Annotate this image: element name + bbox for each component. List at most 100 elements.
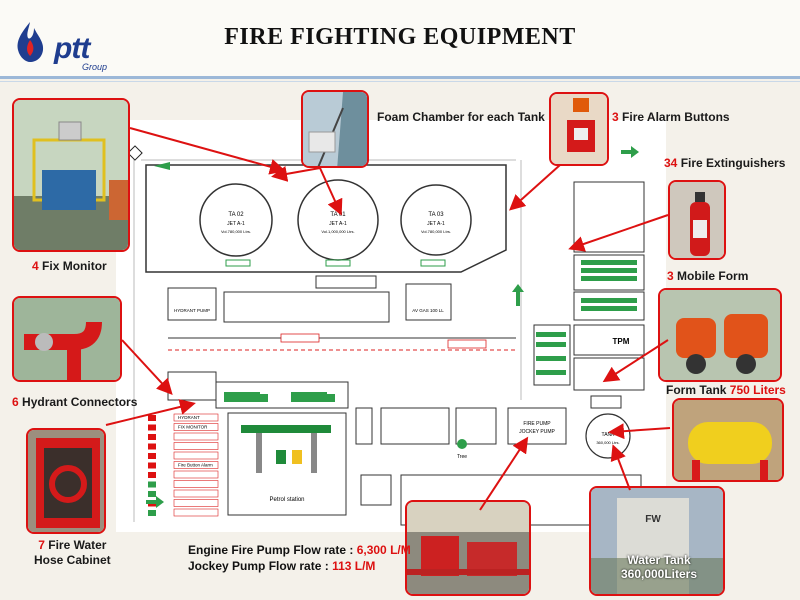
fire-extinguisher-photo xyxy=(668,180,726,260)
guard-post xyxy=(590,395,622,409)
flag-icon xyxy=(127,145,143,161)
legend-box xyxy=(173,451,219,460)
legend-swatch xyxy=(148,443,156,450)
logo-wordmark: ptt xyxy=(54,32,90,65)
site-plan: TA 02 JET A-1 Vol.780,000 Ltrs. TA 01 JE… xyxy=(116,120,666,532)
parking-bay xyxy=(581,276,637,281)
parking-area-2 xyxy=(573,291,645,321)
fuel-pump-icon xyxy=(292,450,302,464)
legend-box xyxy=(173,423,219,431)
tank-plate xyxy=(325,259,351,267)
legend-label: Fire Button Alarm xyxy=(178,463,213,468)
legend-box xyxy=(173,508,219,517)
water-tank-caption: Water Tank 360,000Liters xyxy=(614,553,704,581)
hose-cabinet-count: 7 xyxy=(38,538,45,552)
small-building xyxy=(355,407,373,445)
legend-swatch xyxy=(148,510,156,516)
flame-icon xyxy=(17,22,44,62)
gate-tag xyxy=(280,333,320,343)
truck-1-cab xyxy=(260,394,268,402)
hose-cabinet-text: Fire Water xyxy=(48,538,107,552)
extinguishers-count: 34 xyxy=(664,156,678,170)
fuel-pump-icon xyxy=(276,450,286,464)
legend-box xyxy=(173,489,219,498)
truck-2-cab xyxy=(327,394,335,402)
engine-pump-flow-value: 6,300 L/M xyxy=(356,543,411,557)
legend-box xyxy=(173,470,219,479)
tank-ta01-name: TA 01 xyxy=(330,212,346,218)
form-tank-text: Form Tank xyxy=(666,383,727,397)
parking-bay xyxy=(581,306,637,311)
mobile-form-count: 3 xyxy=(667,269,674,283)
fix-monitor-text: Fix Monitor xyxy=(42,259,107,273)
tank-ta02-product: JET A-1 xyxy=(227,221,245,227)
hydrant-pump-house xyxy=(167,287,217,321)
av-gas-building xyxy=(405,283,452,321)
legend-label: FIX MONITOR xyxy=(178,425,208,430)
tank-ta02-name: TA 02 xyxy=(228,212,244,218)
av-gas-label: AV GAS 100 LL xyxy=(412,308,444,313)
water-tank-caption-title: Water Tank xyxy=(627,553,691,567)
hydrant-pump-label: HYDRANT PUMP xyxy=(174,308,210,313)
tank-ta03-vol: Vol.780,000 Ltrs. xyxy=(421,229,451,234)
tree-icon xyxy=(457,439,467,449)
fix-monitor-count: 4 xyxy=(32,259,39,273)
canopy-pillar xyxy=(311,433,317,473)
fix-monitor-photo xyxy=(12,98,130,252)
header-band xyxy=(0,0,800,78)
tpm-building xyxy=(573,324,645,356)
extinguishers-label: 34 Fire Extinguishers xyxy=(664,156,785,170)
truck-1 xyxy=(224,392,260,402)
direction-arrow-icon xyxy=(146,146,639,508)
tank-ta01-vol: Vol.1,000,000 Ltrs. xyxy=(321,229,354,234)
hydrant-connectors-label: 6 Hydrant Connectors xyxy=(12,395,137,409)
hydrant-connector-photo xyxy=(12,296,122,382)
parking-area xyxy=(573,254,645,291)
shed-roof xyxy=(315,275,377,289)
tank-ta01 xyxy=(297,179,379,261)
office-building xyxy=(380,407,450,445)
petrol-station-label: Petrol station xyxy=(269,497,304,503)
truck-2 xyxy=(291,392,327,402)
canopy-pillar xyxy=(256,433,262,473)
tank-plate xyxy=(420,259,446,267)
hose-cabinet-photo xyxy=(26,428,106,534)
page-title: FIRE FIGHTING EQUIPMENT xyxy=(224,24,576,50)
petrol-station xyxy=(227,412,347,516)
vehicle-bays xyxy=(533,324,571,386)
office-building-2 xyxy=(455,407,497,445)
tank-ta03-product: JET A-1 xyxy=(427,221,445,227)
legend-swatch xyxy=(148,453,156,459)
fix-monitor-label: 4 Fix Monitor xyxy=(32,259,107,273)
legend-swatch xyxy=(148,415,156,421)
ptt-logo: ptt Group xyxy=(10,18,110,72)
tank-ta02 xyxy=(199,183,273,257)
vehicle-bay xyxy=(536,332,566,337)
logo-subtext: Group xyxy=(82,62,108,72)
tank-ta03-name: TA 03 xyxy=(428,212,444,218)
tank-plate xyxy=(225,259,251,267)
vehicle-bay xyxy=(536,342,566,347)
water-tank-symbol xyxy=(585,413,631,459)
building-right xyxy=(573,181,645,253)
header-divider xyxy=(0,76,800,79)
mobile-form-label: 3 Mobile Form xyxy=(667,269,748,283)
water-tank-caption-value: 360,000Liters xyxy=(620,567,698,581)
gate-tag xyxy=(447,339,487,349)
form-tank-label: Form Tank 750 Liters xyxy=(666,383,786,397)
hose-cabinet-text2: Hose Cabinet xyxy=(34,553,111,567)
jockey-pump-flow-label: Jockey Pump Flow rate : xyxy=(188,559,329,573)
water-tank-photo: FW xyxy=(589,486,725,596)
tpm-label: TPM xyxy=(613,337,630,346)
parking-bay xyxy=(581,260,637,265)
hose-cabinet-label: 7 Fire Water Hose Cabinet xyxy=(34,538,111,568)
site-plan-drawing: TA 02 JET A-1 Vol.780,000 Ltrs. TA 01 JE… xyxy=(127,145,645,526)
jockey-pump-flow-value: 113 L/M xyxy=(332,559,376,573)
parking-bay xyxy=(581,298,637,303)
jockey-pump-label: JOCKEY PUMP xyxy=(519,429,555,435)
legend-box xyxy=(173,499,219,507)
water-tank-plan-label: TANK xyxy=(602,432,616,438)
entrance-booth xyxy=(167,371,217,401)
legend-swatch xyxy=(148,434,156,440)
parking-bay xyxy=(581,268,637,273)
